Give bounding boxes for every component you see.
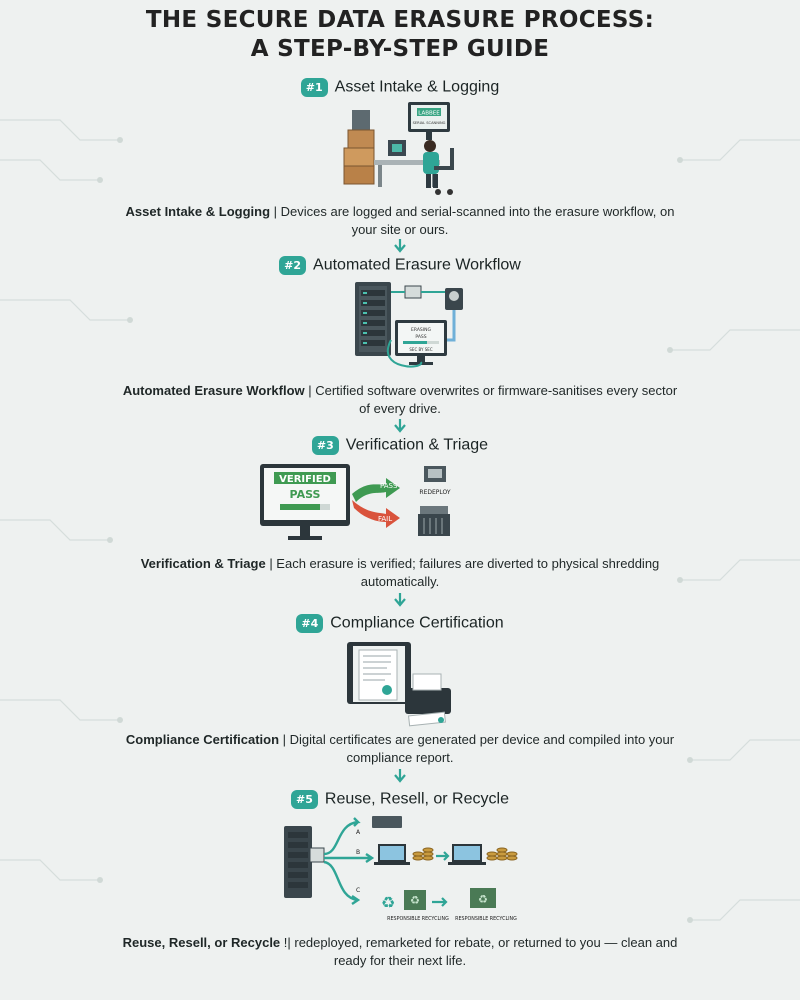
step-3-badge: #3 [311,436,339,455]
step-1-desc-bold: Asset Intake & Logging [125,204,271,219]
step-5-desc-bold: Reuse, Resell, or Recycle [122,935,281,950]
title-line-2: A STEP-BY-STEP GUIDE [250,36,550,62]
step-5-description: Reuse, Resell, or Recycle !| redeployed,… [120,934,680,970]
title-line-1: THE SECURE DATA ERASURE PROCESS: [145,7,655,33]
step-5-heading: #5 Reuse, Resell, or Recycle [0,790,800,809]
step-4-badge: #4 [296,614,324,633]
compliance-certification-illustration [347,642,451,727]
step-4-desc-text: | Digital certificates are generated per… [279,732,675,765]
step-5-title: Reuse, Resell, or Recycle [324,790,509,808]
step-3-title: Verification & Triage [345,436,489,454]
branch-b-label: B [356,849,360,856]
step-3-desc-text: | Each erasure is verified; failures are… [265,556,660,589]
recycle-bin-icon-2: ♻ [478,893,488,906]
step-1-heading: #1 Asset Intake & Logging [0,78,800,97]
redeploy-text: REDEPLOY [419,489,451,496]
recycle-bin-icon: ♻ [410,894,420,907]
arrow-down-icon [394,769,406,783]
pass-arrow-label: PASS [380,482,398,490]
step-2-description: Automated Erasure Workflow | Certified s… [120,382,680,418]
step-2-desc-text: | Certified software overwrites or firmw… [304,383,678,416]
erasing-text: ERASING [411,327,431,333]
arrow-down-icon [394,419,406,433]
arrow-down-icon [394,593,406,607]
erasure-workflow-illustration: ERASING PASS SEC BY SEC [355,282,463,368]
arrow-down-icon [394,239,406,253]
pass-screen-text: PASS [290,488,321,501]
verified-text: VERIFIED [279,474,331,485]
step-1-title: Asset Intake & Logging [334,78,500,96]
step-1-desc-text: | Devices are logged and serial-scanned … [270,204,675,237]
step-3-desc-bold: Verification & Triage [140,556,266,571]
step-3-heading: #3 Verification & Triage [0,436,800,455]
recycle-label-1: RESPONSIBLE RECYCLING [387,916,449,922]
step-1-badge: #1 [300,78,328,97]
branch-c-label: C [356,887,360,894]
step-4-heading: #4 Compliance Certification [0,614,800,633]
sector-text: SEC BY SEC [409,347,432,352]
step-4-description: Compliance Certification | Digital certi… [120,731,680,767]
step-4-desc-bold: Compliance Certification [125,732,280,747]
step-4-title: Compliance Certification [330,614,504,632]
screen-title-text: LABBEE [418,111,440,117]
step-5-desc-text: !| redeployed, remarketed for rebate, or… [280,935,678,968]
screen-subtitle-text: SERIAL SCANNING [413,121,446,125]
pass-text: PASS [415,334,426,340]
asset-intake-illustration: LABBEE SERIAL SCANNING [343,102,454,195]
recycle-label-2: RESPONSIBLE RECYCLING [455,916,517,922]
page-title: THE SECURE DATA ERASURE PROCESS: A STEP-… [0,6,800,64]
reuse-resell-recycle-illustration: A B C ♻ ♻ ♻ RESPONSIBLE RECYCLING RESPON… [284,816,518,922]
step-2-heading: #2 Automated Erasure Workflow [0,256,800,275]
step-5-badge: #5 [291,790,318,809]
step-2-badge: #2 [279,256,307,275]
branch-a-label: A [356,829,361,836]
step-2-title: Automated Erasure Workflow [313,256,521,274]
verification-triage-illustration: VERIFIED PASS PASS FAIL REDEPLOY [260,464,451,540]
fail-arrow-label: FAIL [378,515,392,523]
step-3-description: Verification & Triage | Each erasure is … [120,555,680,591]
step-2-desc-bold: Automated Erasure Workflow [122,383,305,398]
recycle-icon: ♻ [381,893,395,912]
step-1-description: Asset Intake & Logging | Devices are log… [120,203,680,239]
